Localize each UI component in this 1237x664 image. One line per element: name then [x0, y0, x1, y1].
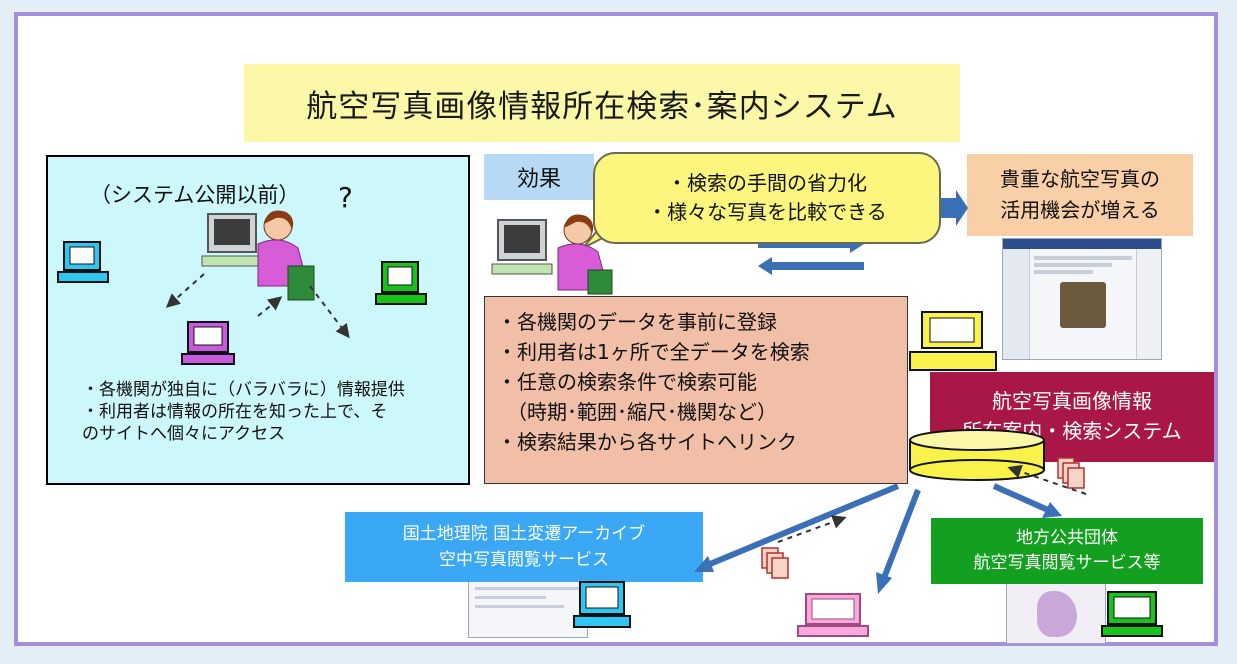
dashed-arrow-icon	[165, 273, 205, 308]
arrow-icon	[881, 488, 921, 580]
diagram-title: 航空写真画像情報所在検索･案内システム	[244, 64, 960, 142]
dashed-arrow-icon	[1007, 465, 1087, 495]
value-line: 活用機会が増える	[1000, 198, 1160, 222]
user-at-computer-icon	[201, 210, 315, 301]
dashed-arrow-icon	[257, 296, 283, 317]
feature-item: ・任意の検索条件で検索可能	[497, 370, 757, 394]
question-mark: ?	[338, 181, 353, 214]
computer-icon	[797, 593, 869, 637]
feature-item: ・利用者は1ヶ所で全データを検索	[497, 340, 810, 364]
local-government-box: 地方公共団体 航空写真閲覧サービス等	[931, 518, 1203, 584]
arrow-icon	[758, 235, 864, 253]
arrow-icon	[758, 257, 864, 275]
local-line: 地方公共団体	[1016, 528, 1118, 548]
effect-label: 効果	[484, 154, 594, 200]
effect-bubble: ・検索の手間の省力化 ・様々な写真を比較できる	[593, 152, 941, 244]
gsi-line: 空中写真閲覧サービス	[439, 550, 609, 570]
computer-icon	[1101, 591, 1163, 637]
computer-icon	[375, 261, 427, 305]
feature-item: （時期･範囲･縮尺･機関など）	[497, 400, 777, 424]
bubble-line: ・検索の手間の省力化	[667, 171, 867, 195]
arrow-icon	[940, 190, 968, 226]
website-screenshot	[1006, 582, 1106, 644]
feature-item: ・検索結果から各サイトへリンク	[497, 430, 797, 454]
website-screenshot	[1002, 238, 1162, 360]
bubble-line: ・様々な写真を比較できる	[647, 200, 887, 224]
feature-item: ・各機関のデータを事前に登録	[497, 310, 777, 334]
value-line: 貴重な航空写真の	[1000, 167, 1160, 191]
website-screenshot	[468, 572, 588, 638]
document-stack-icon	[761, 547, 789, 579]
diagram-frame: 航空写真画像情報所在検索･案内システム （システム公開以前） ? ・各機関が独自…	[14, 12, 1218, 646]
gsi-line: 国土地理院 国土変遷アーカイブ	[402, 524, 646, 544]
diagram-graphics	[57, 190, 1163, 637]
gsi-archive-box: 国土地理院 国土変遷アーカイブ 空中写真閲覧サービス	[345, 512, 703, 582]
dashed-arrow-icon	[777, 515, 847, 543]
computer-icon	[57, 241, 109, 283]
arrow-icon	[708, 483, 900, 567]
before-heading: （システム公開以前）	[90, 183, 300, 207]
computer-icon	[573, 581, 631, 628]
before-line: ・各機関が独自に（バラバラに）情報提供	[82, 380, 405, 400]
system-line: 航空写真画像情報	[992, 389, 1152, 413]
before-line: のサイトへ個々にアクセス	[82, 424, 286, 444]
document-stack-icon	[1057, 457, 1085, 489]
before-description: ・各機関が独自に（バラバラに）情報提供 ・利用者は情報の所在を知った上で、そ の…	[82, 379, 462, 445]
before-system-panel: （システム公開以前） ? ・各機関が独自に（バラバラに）情報提供 ・利用者は情報…	[46, 155, 470, 485]
computer-icon	[181, 321, 235, 365]
computer-icon	[909, 311, 997, 371]
local-line: 航空写真閲覧サービス等	[973, 553, 1161, 573]
dashed-arrow-icon	[309, 285, 350, 339]
features-box: ・各機関のデータを事前に登録 ・利用者は1ヶ所で全データを検索 ・任意の検索条件…	[484, 296, 908, 484]
before-line: ・利用者は情報の所在を知った上で、そ	[82, 402, 388, 422]
arrow-icon	[992, 483, 1050, 513]
user-at-computer-icon	[491, 214, 613, 295]
value-box: 貴重な航空写真の 活用機会が増える	[967, 154, 1193, 236]
database-icon	[909, 429, 1045, 481]
